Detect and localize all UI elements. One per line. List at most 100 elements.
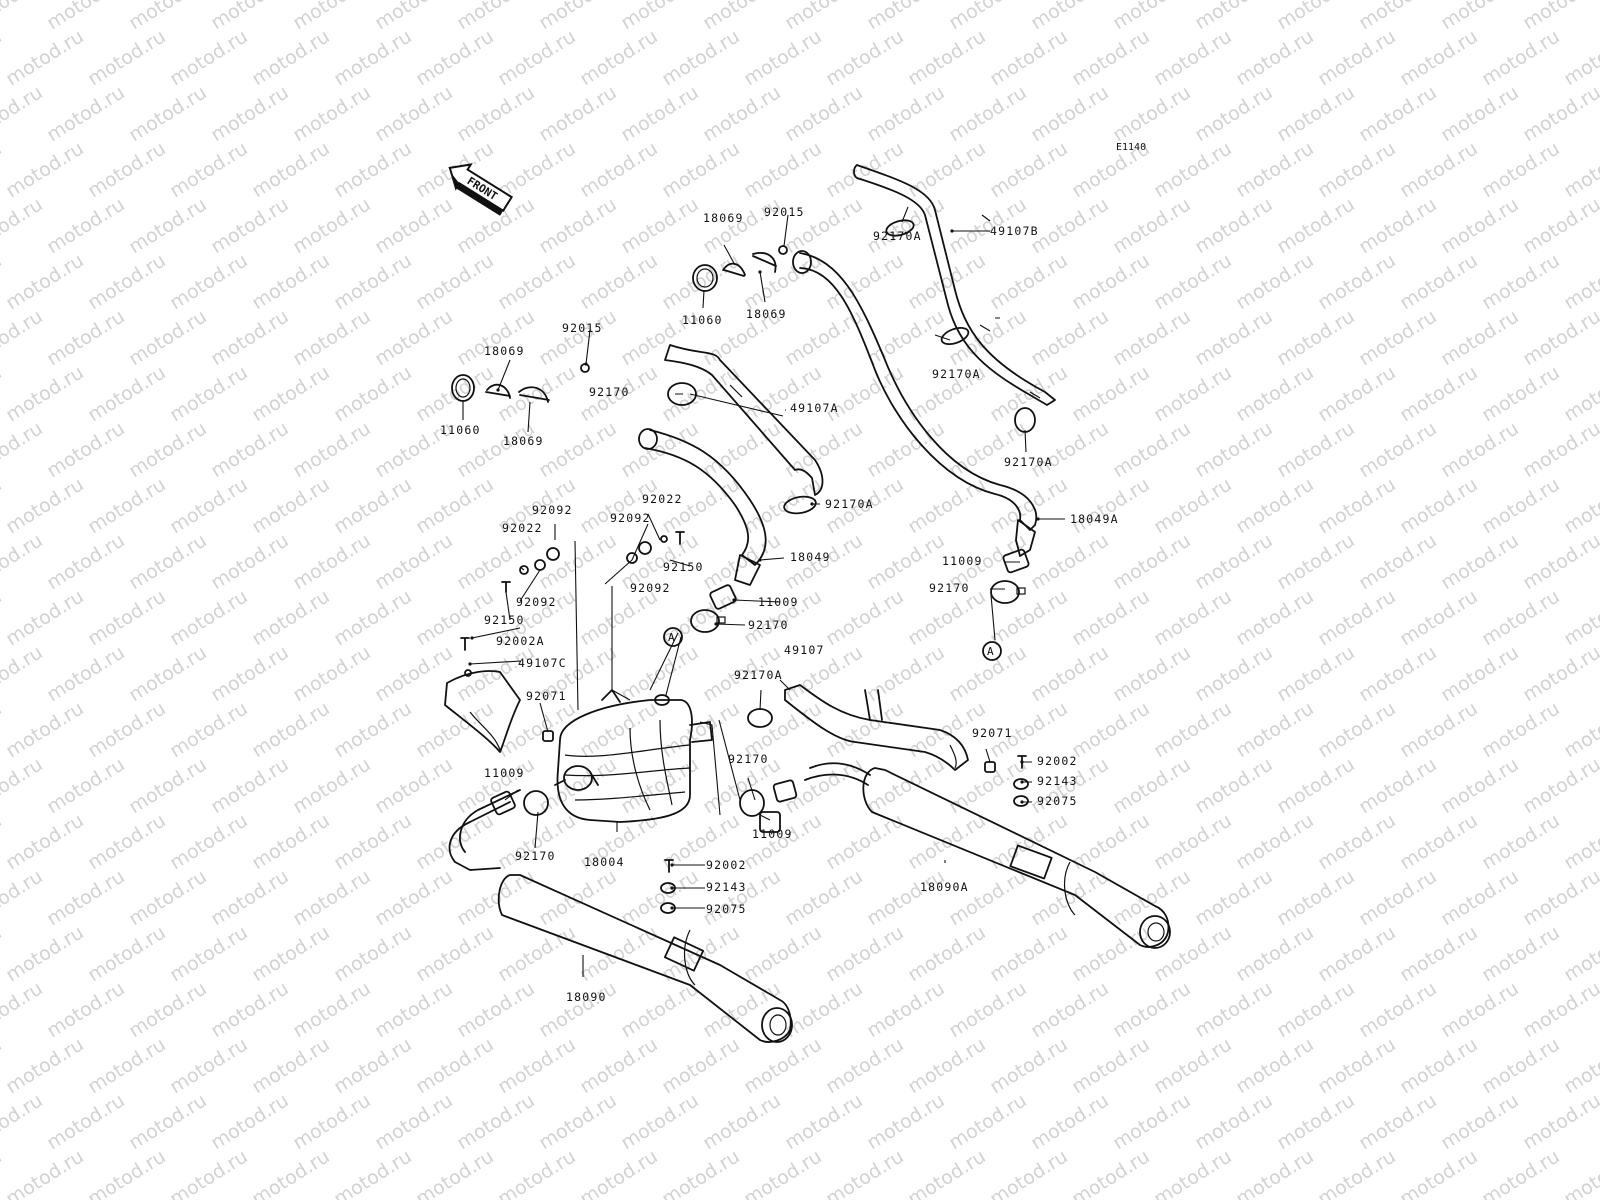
- watermark-text: motod.ru: [207, 865, 293, 930]
- watermark-text: motod.ru: [248, 473, 334, 538]
- callout: 92170A: [825, 497, 874, 511]
- watermark-text: motod.ru: [1150, 585, 1236, 650]
- callout: 92170: [589, 385, 630, 399]
- watermark-text: motod.ru: [84, 809, 170, 874]
- pipe-49107a: [664, 344, 824, 496]
- watermark-text: motod.ru: [617, 81, 703, 146]
- watermark-text: motod.ru: [945, 977, 1031, 1042]
- watermark-text: motod.ru: [1109, 81, 1195, 146]
- watermark-text: motod.ru: [166, 809, 252, 874]
- callout: 92092: [532, 503, 573, 517]
- watermark-text: motod.ru: [781, 417, 867, 482]
- watermark-text: motod.ru: [1314, 585, 1400, 650]
- watermark-text: motod.ru: [535, 81, 621, 146]
- callout: 18049: [790, 550, 831, 564]
- watermark-text: motod.ru: [330, 25, 416, 90]
- watermark-text: motod.ru: [822, 697, 908, 762]
- watermark-text: motod.ru: [781, 865, 867, 930]
- watermark-text: motod.ru: [43, 641, 129, 706]
- watermark-text: motod.ru: [0, 1089, 47, 1154]
- watermark-text: motod.ru: [0, 977, 47, 1042]
- watermark-text: motod.ru: [1396, 1145, 1482, 1200]
- watermark-text: motod.ru: [863, 753, 949, 818]
- front-arrow-shadow: [451, 173, 504, 216]
- watermark-text: motod.ru: [453, 305, 539, 370]
- watermark-text: motod.ru: [248, 25, 334, 90]
- watermark-text: motod.ru: [248, 137, 334, 202]
- watermark-text: motod.ru: [1478, 473, 1564, 538]
- watermark-text: motod.ru: [125, 641, 211, 706]
- watermark-text: motod.ru: [0, 529, 47, 594]
- watermark-text: motod.ru: [248, 249, 334, 314]
- watermark-text: motod.ru: [1150, 473, 1236, 538]
- clamp-92170a-2: [940, 326, 970, 346]
- watermark-text: motod.ru: [576, 25, 662, 90]
- watermark-text: motod.ru: [1560, 921, 1600, 986]
- watermark-text: motod.ru: [494, 137, 580, 202]
- watermark-text: motod.ru: [904, 1033, 990, 1098]
- watermark-text: motod.ru: [412, 473, 498, 538]
- watermark-text: motod.ru: [1437, 641, 1523, 706]
- nut-92015-upper: [778, 245, 788, 255]
- watermark-text: motod.ru: [494, 361, 580, 426]
- watermark-text: motod.ru: [617, 193, 703, 258]
- watermark-text: motod.ru: [1273, 1089, 1359, 1154]
- watermark-text: motod.ru: [1027, 305, 1113, 370]
- watermark-text: motod.ru: [289, 193, 375, 258]
- callout: 92150: [484, 613, 525, 627]
- callout: 92143: [706, 880, 747, 894]
- callout: 92170A: [1004, 455, 1053, 469]
- watermark-text: motod.ru: [494, 1145, 580, 1200]
- watermark-text: motod.ru: [1191, 417, 1277, 482]
- watermark-text: motod.ru: [330, 137, 416, 202]
- callout: 18069: [746, 307, 787, 321]
- watermark-text: motod.ru: [1478, 1145, 1564, 1200]
- watermark-text: motod.ru: [166, 921, 252, 986]
- watermark-text: motod.ru: [330, 1033, 416, 1098]
- watermark-text: motod.ru: [699, 193, 785, 258]
- watermark-text: motod.ru: [207, 529, 293, 594]
- watermark-text: motod.ru: [535, 417, 621, 482]
- watermark-text: motod.ru: [1027, 81, 1113, 146]
- watermark-text: motod.ru: [1273, 193, 1359, 258]
- watermark-text: motod.ru: [166, 585, 252, 650]
- watermark-text: motod.ru: [1396, 361, 1482, 426]
- watermark-text: motod.ru: [84, 697, 170, 762]
- watermark-text: motod.ru: [1068, 585, 1154, 650]
- watermark-text: motod.ru: [1109, 305, 1195, 370]
- watermark-text: motod.ru: [535, 529, 621, 594]
- watermark-text: motod.ru: [740, 25, 826, 90]
- watermark-text: motod.ru: [781, 305, 867, 370]
- watermark-text: motod.ru: [1396, 585, 1482, 650]
- watermark-text: motod.ru: [1519, 1089, 1600, 1154]
- watermark-text: motod.ru: [617, 641, 703, 706]
- watermark-text: motod.ru: [84, 137, 170, 202]
- watermark-text: motod.ru: [412, 249, 498, 314]
- watermark-text: motod.ru: [1273, 529, 1359, 594]
- clamp-92170a-4: [783, 495, 817, 515]
- watermark-text: motod.ru: [84, 585, 170, 650]
- heatshield-49107c: [444, 670, 521, 753]
- watermark-text: motod.ru: [0, 753, 47, 818]
- watermark-text: motod.ru: [494, 809, 580, 874]
- watermark-text: motod.ru: [1027, 1089, 1113, 1154]
- connector-11009-mid: [709, 584, 737, 610]
- watermark-text: motod.ru: [2, 473, 88, 538]
- watermark-text: motod.ru: [1396, 921, 1482, 986]
- watermark-text: motod.ru: [1396, 25, 1482, 90]
- holder-18069-upper-b: [752, 252, 777, 273]
- callout: 92002A: [496, 634, 545, 648]
- callout: 92002: [1037, 754, 1078, 768]
- watermark-text: motod.ru: [1068, 361, 1154, 426]
- watermark-text: motod.ru: [0, 81, 47, 146]
- watermark-text: motod.ru: [248, 809, 334, 874]
- watermark-text: motod.ru: [822, 809, 908, 874]
- watermark-text: motod.ru: [412, 25, 498, 90]
- clamp-92170-lower: [739, 789, 765, 817]
- callout: 92002: [706, 858, 747, 872]
- watermark-text: motod.ru: [1191, 0, 1277, 34]
- watermark-text: motod.ru: [699, 1089, 785, 1154]
- watermark-text: motod.ru: [1109, 193, 1195, 258]
- watermark-text: motod.ru: [1314, 921, 1400, 986]
- watermark-text: motod.ru: [740, 1033, 826, 1098]
